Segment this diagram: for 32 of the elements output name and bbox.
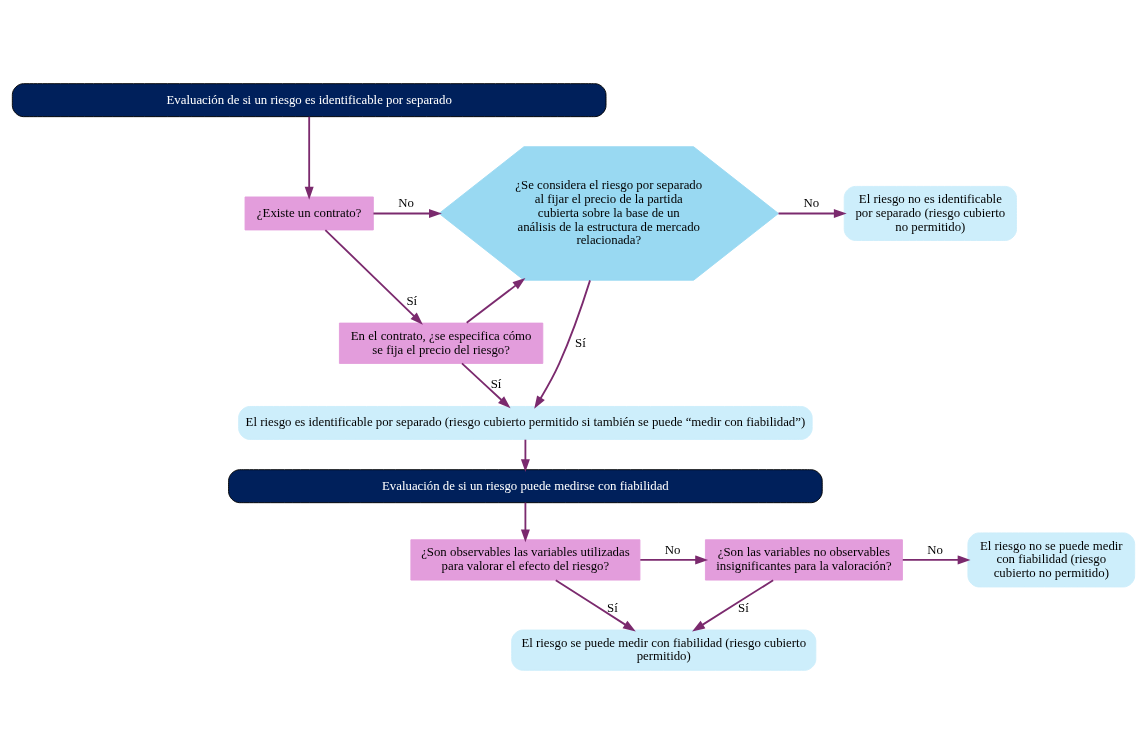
edge-label: No	[803, 196, 820, 211]
edge-label: Sí	[575, 335, 586, 350]
arrow	[692, 579, 775, 632]
edge-label: No	[398, 196, 414, 211]
node-box: ¿Existe un contrato?	[244, 196, 374, 231]
arrow	[534, 279, 591, 409]
arrow	[465, 278, 526, 324]
edge-label: No	[664, 542, 681, 557]
arrow	[324, 229, 423, 325]
arrow	[372, 208, 442, 218]
edge-label: No	[927, 542, 943, 557]
edge-label: Sí	[607, 600, 618, 615]
edge-label: Sí	[406, 293, 418, 308]
node-box: ¿Son observables las variables utilizadas para valorar el efecto del riesgo?	[410, 539, 641, 581]
node-box: En el contrato, ¿se especifica cómo se fija el precio del riesgo?	[338, 322, 544, 364]
node-box: El riesgo no se puede medir con fiabilidad (riesgo cubierto no permitido)	[967, 532, 1136, 588]
node-box: El riesgo no es identificable por separado (riesgo cubierto no permitido)	[843, 185, 1017, 241]
arrow	[639, 555, 709, 565]
node-box: ¿Son las variables no observables insignificantes para la valoración?	[704, 539, 903, 581]
arrow	[520, 438, 530, 473]
node-box: Evaluación de si un riesgo es identificable por separado	[11, 83, 607, 118]
arrow	[777, 208, 847, 218]
edge-label: Sí	[490, 377, 502, 392]
node-box: El riesgo es identificable por separado (riesgo cubierto permitido si también se puede “medir con fiabilidad”)	[238, 406, 813, 440]
arrow	[461, 362, 511, 409]
edge-label: Sí	[738, 600, 749, 615]
node-box: El riesgo se puede medir con fiabilidad (riesgo cubierto permitido)	[511, 629, 817, 671]
arrow	[304, 115, 314, 200]
arrow	[520, 501, 530, 543]
arrow	[554, 579, 636, 632]
arrow	[901, 555, 971, 565]
node-box: Evaluación de si un riesgo puede medirse con fiabilidad	[228, 469, 823, 504]
